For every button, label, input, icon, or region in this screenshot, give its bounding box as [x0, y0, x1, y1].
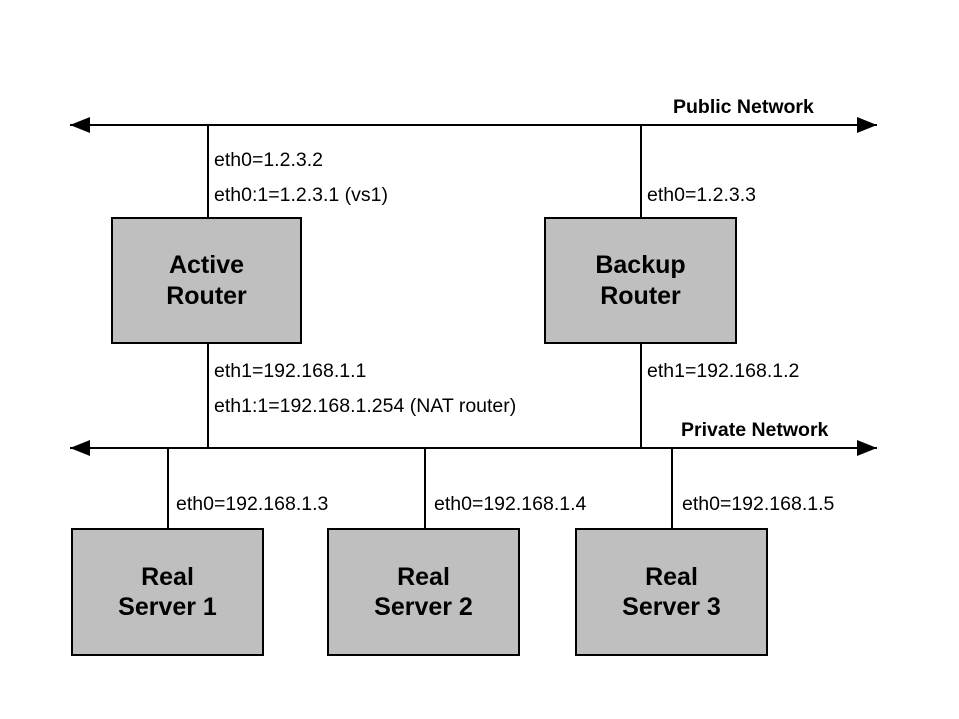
label-active-router-eth0-1: eth0:1=1.2.3.1 (vs1) [214, 184, 388, 206]
label-active-router-eth0: eth0=1.2.3.2 [214, 149, 323, 171]
label-real-server-1-eth0: eth0=192.168.1.3 [176, 493, 329, 515]
label-text: eth1=192.168.1.2 [647, 360, 800, 382]
node-label-line2: Server 3 [622, 593, 721, 621]
public-network-label: Public Network [673, 96, 814, 119]
label-text: eth0=192.168.1.4 [434, 493, 587, 515]
label-active-router-eth1-1: eth1:1=192.168.1.254 (NAT router) [214, 395, 517, 417]
public-network-label-text: Public Network [673, 96, 814, 118]
label-text: eth0=1.2.3.2 [214, 149, 323, 171]
node-label-line1: Real [397, 562, 450, 591]
label-text: eth0=192.168.1.5 [682, 493, 835, 515]
public-network-bus [70, 117, 877, 133]
node-label-line2: Router [600, 281, 681, 310]
label-backup-router-eth0: eth0=1.2.3.3 [647, 184, 756, 206]
private-network-left-arrowhead [70, 440, 90, 456]
label-text: eth1:1=192.168.1.254 (NAT router) [214, 395, 517, 417]
private-network-label-text: Private Network [681, 419, 829, 441]
private-network-bus [70, 440, 877, 456]
label-backup-router-eth1: eth1=192.168.1.2 [647, 360, 800, 382]
node-label-line1: Real [141, 562, 194, 591]
node-label-line2: Server 1 [118, 593, 217, 621]
node-label-line1: Active [168, 251, 245, 279]
public-network-left-arrowhead [70, 117, 90, 133]
label-text: eth0:1=1.2.3.1 (vs1) [214, 184, 388, 206]
public-network-right-arrowhead [857, 117, 877, 133]
label-text: eth0=1.2.3.3 [647, 184, 756, 206]
node-real-server-1: Real Server 1 [71, 528, 264, 656]
label-active-router-eth1: eth1=192.168.1.1 [214, 360, 367, 382]
node-label-line2: Router [166, 281, 247, 310]
node-label-line1: Real [645, 562, 698, 591]
node-active-router: Active Router [111, 217, 302, 344]
private-network-label: Private Network [681, 419, 828, 442]
node-label-line1: Backup [595, 251, 686, 279]
private-network-right-arrowhead [857, 440, 877, 456]
node-label-line2: Server 2 [374, 593, 473, 621]
node-real-server-2: Real Server 2 [327, 528, 520, 656]
label-text: eth0=192.168.1.3 [176, 493, 329, 515]
node-backup-router: Backup Router [544, 217, 737, 344]
label-real-server-2-eth0: eth0=192.168.1.4 [434, 493, 587, 515]
label-real-server-3-eth0: eth0=192.168.1.5 [682, 493, 835, 515]
label-text: eth1=192.168.1.1 [214, 360, 367, 382]
node-real-server-3: Real Server 3 [575, 528, 768, 656]
